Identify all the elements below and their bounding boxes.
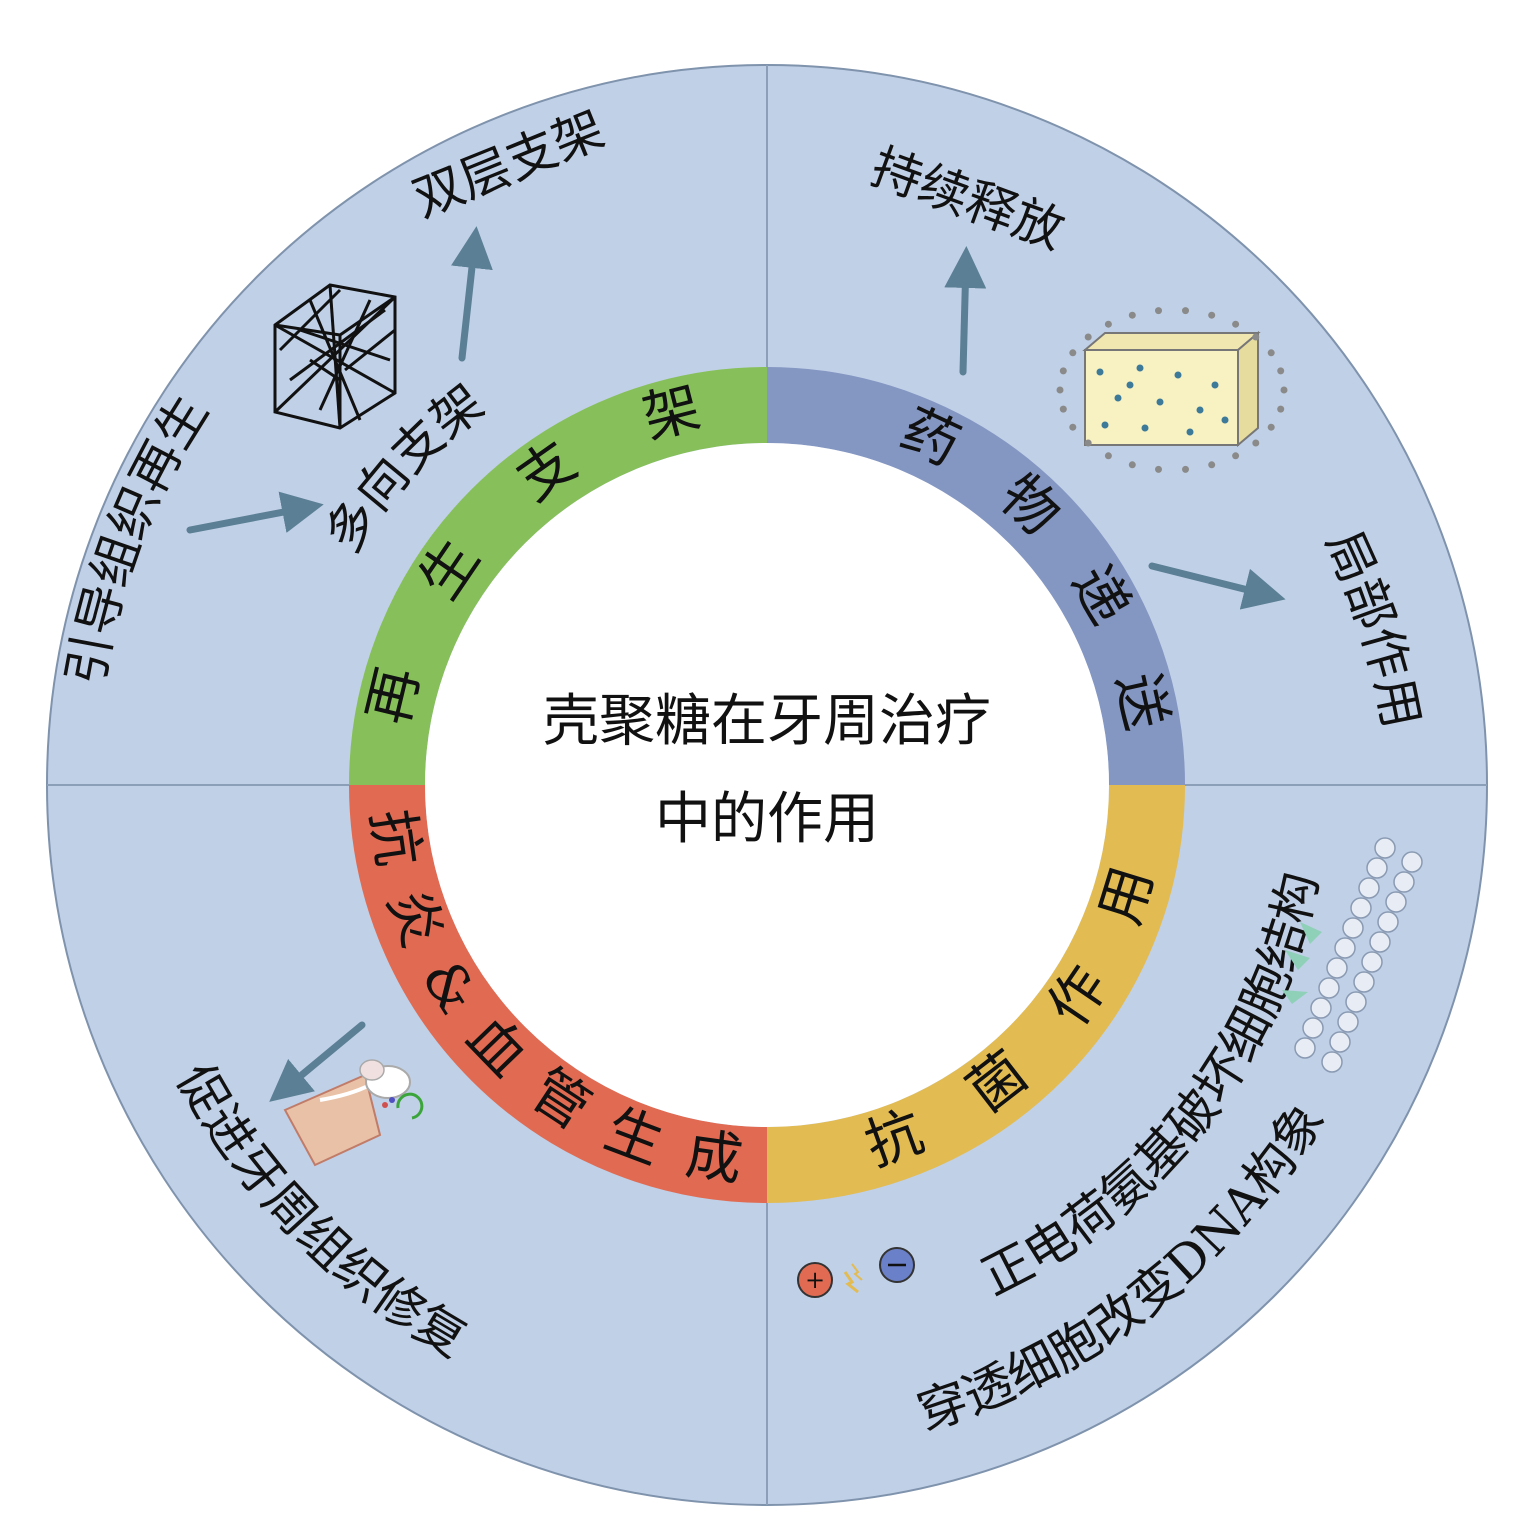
ring-segment-antibacterial	[766, 784, 1185, 1203]
arrow-to-sustained	[944, 246, 987, 376]
drug-block-icon	[1056, 307, 1288, 473]
center-title-line2: 中的作用	[655, 787, 879, 852]
charge-interaction-icon: +	[797, 1247, 915, 1298]
arrow-to-bilayer	[451, 226, 493, 362]
arrow-to-multi-scaffold	[186, 491, 324, 534]
arrow-to-local	[1148, 562, 1286, 610]
center-title-line1: 壳聚糖在牙周治疗	[543, 689, 991, 754]
ring-segment-regen	[349, 367, 768, 786]
lattice-cube-icon	[273, 283, 397, 430]
center-disc	[425, 443, 1109, 1127]
ring-segment-anti-inflammatory	[349, 784, 768, 1203]
tooth-icon	[283, 1059, 424, 1167]
svg-text:+: +	[805, 1266, 825, 1294]
arrow-to-repair	[269, 1021, 366, 1102]
ring-segment-drug	[766, 367, 1185, 786]
membrane-icon	[1282, 837, 1423, 1073]
